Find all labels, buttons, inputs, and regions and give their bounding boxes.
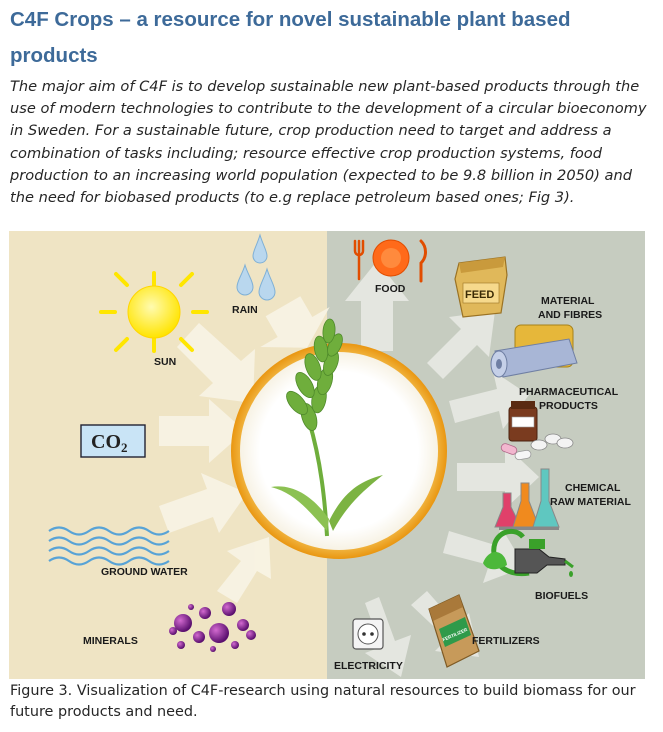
- pharma-icon: [500, 401, 574, 461]
- rain-icon: [236, 233, 276, 301]
- material-label-line2: AND FIBRES: [538, 309, 602, 321]
- figure-caption: Figure 3. Visualization of C4F-research …: [10, 683, 636, 720]
- feed-label: FEED: [465, 289, 494, 301]
- page-title: C4F Crops – a resource for novel sustain…: [10, 8, 571, 67]
- minerals-icon: [169, 602, 256, 652]
- feed-bag-icon: FEED: [454, 256, 508, 318]
- chemistry-flasks-icon: [494, 468, 560, 530]
- wheat-icon: [271, 318, 383, 537]
- co2-icon: CO 2: [80, 424, 146, 458]
- food-label: FOOD: [375, 283, 406, 295]
- input-arrows: [159, 296, 330, 603]
- ground-water-icon: [48, 526, 170, 566]
- figure-illustration: RAIN SUN CO 2: [9, 231, 645, 679]
- biofuels-label: BIOFUELS: [535, 590, 588, 602]
- ground-water-label: GROUND WATER: [101, 566, 188, 578]
- minerals-label: MINERALS: [83, 635, 138, 647]
- fuel-nozzle-icon: [483, 528, 574, 577]
- fertilizers-label: FERTILIZERS: [472, 635, 540, 647]
- pharma-label-line1: PHARMACEUTICAL: [519, 386, 619, 398]
- intro-paragraph: The major aim of C4F is to develop susta…: [10, 78, 647, 207]
- co2-subscript: 2: [121, 440, 128, 455]
- fertilizer-bag-icon: FERTILIZER: [428, 594, 480, 668]
- sun-label: SUN: [154, 356, 176, 368]
- power-socket-icon: [352, 618, 384, 650]
- chemical-label-line1: CHEMICAL: [565, 482, 621, 494]
- pharma-label-line2: PRODUCTS: [539, 400, 598, 412]
- sun-icon: [99, 271, 209, 353]
- chemical-label-line2: RAW MATERIAL: [550, 496, 631, 508]
- material-label-line1: MATERIAL: [541, 295, 595, 307]
- figure-3: RAIN SUN CO 2: [9, 231, 645, 679]
- co2-label: CO: [91, 431, 121, 453]
- food-icon: [353, 239, 427, 283]
- electricity-label: ELECTRICITY: [334, 660, 403, 672]
- rain-label: RAIN: [232, 304, 258, 316]
- fibre-roll-icon: [490, 324, 578, 378]
